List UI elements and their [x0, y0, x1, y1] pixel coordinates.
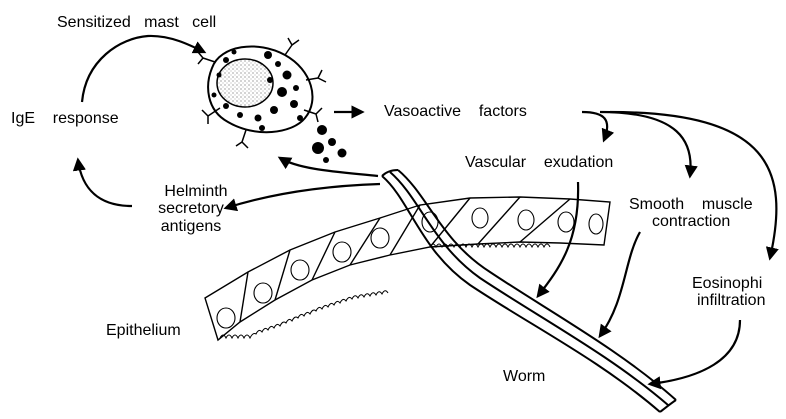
arrow-ige-to-mast [82, 36, 204, 102]
arrow-smooth-to-worm [600, 232, 640, 336]
arrow-worm-to-mast [280, 158, 378, 176]
released-granules [312, 125, 347, 163]
label-secretory: secretory [141, 200, 241, 218]
arrow-helminth-to-ige [78, 160, 132, 206]
label-infiltration: infiltration [697, 292, 765, 310]
mast-cell-nucleus [217, 59, 273, 107]
label-worm: Worm [503, 368, 545, 386]
label-mast-cell: Sensitized mast cell [57, 14, 216, 32]
label-contraction: contraction [652, 213, 730, 231]
arrow-eosin-to-worm [650, 320, 740, 384]
label-smooth-muscle: Smooth muscle [629, 196, 753, 214]
label-epithelium: Epithelium [106, 322, 181, 340]
arrow-vasoactive-to-smooth [600, 112, 691, 176]
label-antigens: antigens [141, 218, 241, 236]
epithelium [205, 197, 610, 340]
mast-cell [198, 38, 347, 163]
arrow-vasoactive-to-eosin [610, 112, 776, 258]
label-helminth: Helminth [146, 183, 246, 201]
label-eosinophil: Eosinophi [692, 275, 762, 293]
arrow-worm-to-helminth [226, 184, 380, 208]
label-ige-response: IgE response [11, 110, 119, 128]
arrow-vasoactive-to-vascular [582, 112, 607, 140]
label-vascular-exudation: Vascular exudation [465, 154, 613, 172]
label-vasoactive-factors: Vasoactive factors [384, 103, 527, 121]
